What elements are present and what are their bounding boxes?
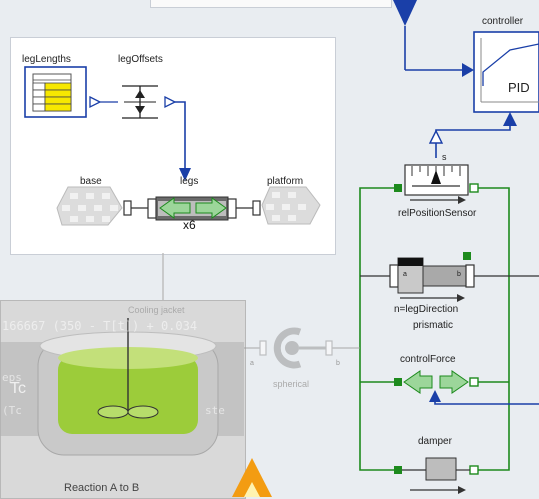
- damper-port-b[interactable]: [469, 465, 479, 475]
- tc-label: Tc: [10, 380, 26, 397]
- equation-line-1: 166667 (350 - T[t]) + 0.034: [2, 319, 198, 333]
- spherical-port-b-label: b: [336, 360, 340, 367]
- leg-offsets-arrow-up: [135, 90, 145, 98]
- rel-position-sensor-port-a[interactable]: [394, 184, 402, 192]
- prismatic-port-a-label: a: [403, 271, 407, 278]
- control-force-port-a[interactable]: [394, 378, 402, 386]
- prismatic-label-line-2: prismatic: [413, 320, 454, 331]
- top-input-triangle[interactable]: [393, 0, 417, 26]
- base-frame[interactable]: [123, 200, 132, 216]
- controller-pid-text: PID: [508, 80, 530, 95]
- legs-multiplier: x6: [183, 218, 196, 232]
- rel-position-sensor-arrowhead: [458, 196, 466, 204]
- legs-frame-b[interactable]: [227, 198, 237, 219]
- damper-body[interactable]: [425, 457, 457, 481]
- base-label: base: [80, 176, 102, 187]
- control-force-port-b[interactable]: [469, 377, 479, 387]
- prismatic-body-top: [398, 258, 423, 266]
- control-force-label: controlForce: [400, 354, 456, 365]
- legs-label: legs: [180, 176, 199, 187]
- platform-frame[interactable]: [252, 200, 261, 216]
- equation-line-2: eps: [2, 371, 22, 384]
- wire-controller-to-force: [434, 402, 539, 405]
- leg-offsets-arrow-down: [135, 106, 145, 114]
- leg-offsets-label: legOffsets: [118, 54, 163, 65]
- spherical-joint[interactable]: [244, 327, 360, 369]
- leg-lengths-output: [89, 95, 102, 109]
- controller-feedback-arrow: [503, 112, 517, 126]
- platform-label: platform: [267, 176, 304, 187]
- rel-position-sensor-label: relPositionSensor: [398, 208, 477, 219]
- legs-input-arrow: [179, 168, 191, 181]
- leg-offsets-block[interactable]: [118, 80, 160, 126]
- prismatic-direction-arrowhead: [457, 294, 465, 302]
- leg-lengths-label: legLengths: [22, 54, 71, 65]
- spherical-port-a-label: a: [250, 360, 254, 367]
- prismatic-frame-a[interactable]: [389, 264, 399, 288]
- wire-sensor-to-controller: [435, 124, 511, 158]
- damper-port-a[interactable]: [394, 466, 402, 474]
- controller-block[interactable]: [473, 31, 539, 113]
- damper-label: damper: [418, 436, 452, 447]
- reactor-impeller-right: [127, 405, 159, 419]
- spherical-label: spherical: [273, 379, 310, 389]
- green-frame-right: [472, 187, 510, 471]
- control-force-arrow-left[interactable]: [403, 370, 433, 394]
- rel-position-sensor-port-b[interactable]: [469, 183, 479, 193]
- prismatic-label-line-1: n=legDirection: [394, 304, 459, 315]
- green-frame-left: [359, 187, 397, 471]
- prismatic-frame-b[interactable]: [465, 264, 475, 288]
- leg-lengths-cells: [32, 79, 72, 112]
- base-pattern: [62, 193, 118, 222]
- controller-step-response: [482, 43, 539, 86]
- control-force-input-arrow: [429, 390, 441, 402]
- prismatic-port-b-label: b: [457, 271, 461, 278]
- damper-arrowhead: [458, 486, 466, 494]
- wire-offsets-to-legs: [175, 101, 186, 170]
- controller-label: controller: [482, 16, 524, 27]
- equation-line-4: ste: [205, 404, 225, 417]
- top-panel: [150, 0, 392, 8]
- platform-pattern: [266, 192, 306, 221]
- rel-position-sensor-ticks: [411, 166, 461, 176]
- equation-line-3: (Tc: [2, 404, 22, 417]
- control-force-arrow-right[interactable]: [439, 370, 469, 394]
- reactor-impeller-left: [97, 405, 129, 419]
- cooling-jacket-label: Cooling jacket: [128, 305, 185, 315]
- reactor-caption: Reaction A to B: [64, 482, 140, 494]
- warning-triangle-inner: [244, 482, 260, 497]
- rel-position-sensor-port-label: s: [442, 152, 447, 162]
- legs-arrow-right: [195, 197, 227, 219]
- legs-frame-a[interactable]: [147, 198, 157, 219]
- sensor-output-triangle: [428, 129, 444, 144]
- prismatic-port-top[interactable]: [463, 252, 471, 260]
- warning-triangle-icon: [232, 458, 272, 497]
- legs-arrow-left: [159, 197, 191, 219]
- leg-offsets-output: [164, 95, 177, 109]
- controller-input-arrow: [462, 63, 474, 77]
- rel-position-sensor-needle: [431, 170, 441, 184]
